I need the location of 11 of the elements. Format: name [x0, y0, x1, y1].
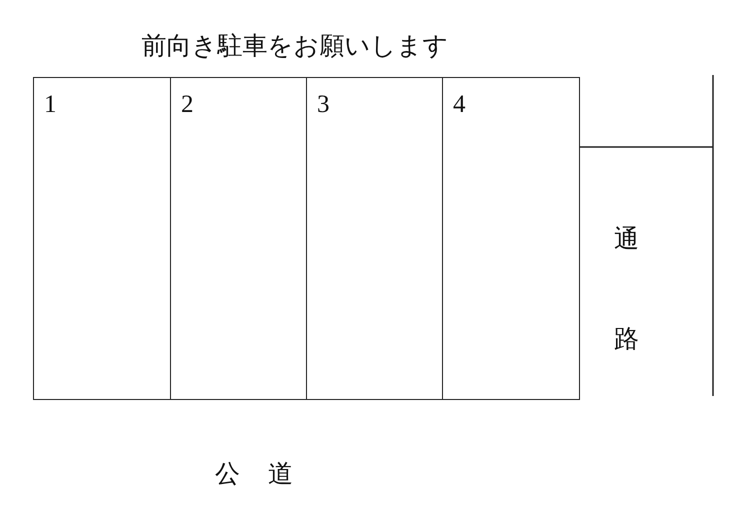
space-number: 1 [44, 92, 56, 117]
parking-space [33, 77, 171, 400]
parking-space [442, 77, 580, 400]
space-number: 3 [317, 92, 330, 117]
passage-label: 通路 [614, 225, 640, 355]
space-number: 2 [181, 92, 194, 117]
space-number: 4 [453, 92, 466, 117]
title: 前向き駐車をお願いします [140, 34, 450, 59]
parking-space [306, 77, 444, 400]
road-label: 公道 [215, 462, 321, 487]
parking-space [170, 77, 308, 400]
